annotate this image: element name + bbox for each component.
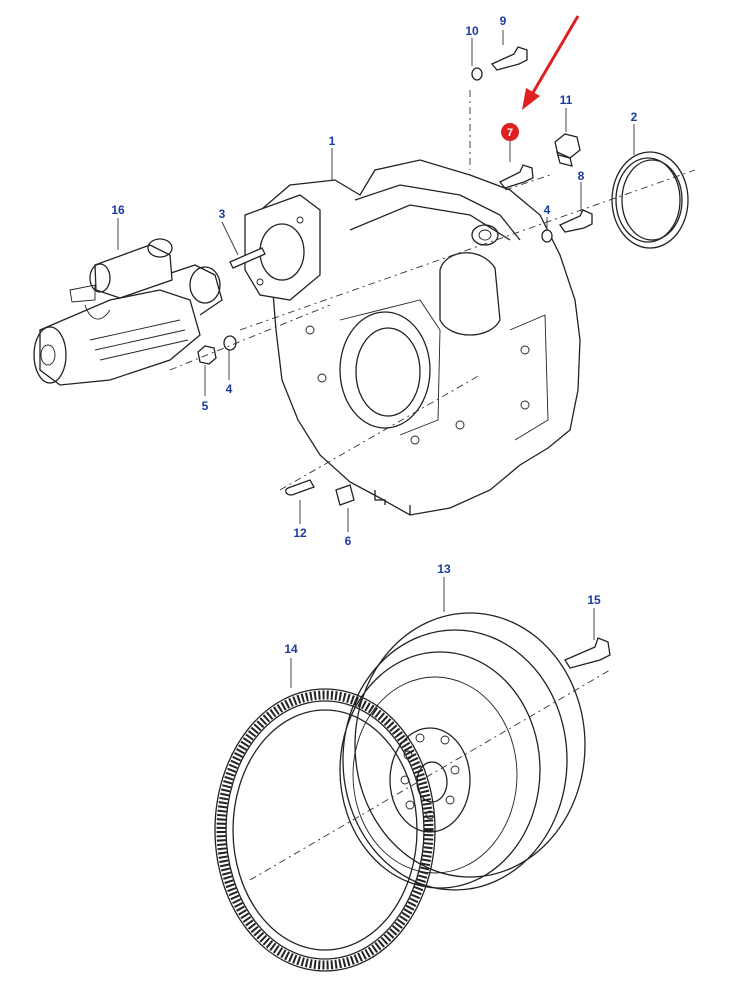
dowel-12 — [285, 479, 315, 496]
bolt-8 — [559, 209, 593, 233]
callout-3: 3 — [219, 207, 226, 221]
callout-8: 8 — [578, 169, 585, 183]
callout-1: 1 — [329, 134, 336, 148]
bolt-7 — [498, 164, 534, 189]
washer-4b — [541, 229, 553, 243]
plug-11 — [554, 133, 581, 167]
callout-16: 16 — [111, 203, 125, 217]
starter-motor — [33, 238, 223, 386]
dowel-6 — [335, 484, 355, 506]
highlight-badge — [501, 123, 519, 141]
callout-15: 15 — [587, 593, 601, 607]
bolt-15 — [564, 637, 611, 669]
leader-lines — [117, 30, 635, 688]
callout-13: 13 — [437, 562, 451, 576]
flywheel — [339, 612, 586, 891]
callout-7: 7 — [507, 127, 513, 139]
callout-6: 6 — [345, 534, 352, 548]
callout-9: 9 — [500, 14, 507, 28]
bolt-9 — [490, 46, 528, 71]
ring-gear — [214, 688, 436, 972]
callout-14: 14 — [284, 642, 298, 656]
center-lines — [169, 90, 696, 881]
callout-10: 10 — [465, 24, 479, 38]
stud-3 — [229, 247, 266, 269]
callout-2: 2 — [631, 110, 638, 124]
callout-12: 12 — [293, 526, 307, 540]
highlight-arrow — [522, 15, 580, 110]
callout-4-bolt: 4 — [544, 203, 551, 217]
callout-5: 5 — [202, 399, 209, 413]
flywheel-housing — [244, 159, 581, 516]
oil-seal — [611, 151, 689, 249]
callout-11: 11 — [560, 93, 573, 107]
washer-10 — [471, 67, 483, 81]
washer-4a — [223, 335, 237, 351]
callout-4-starter: 4 — [226, 382, 233, 396]
